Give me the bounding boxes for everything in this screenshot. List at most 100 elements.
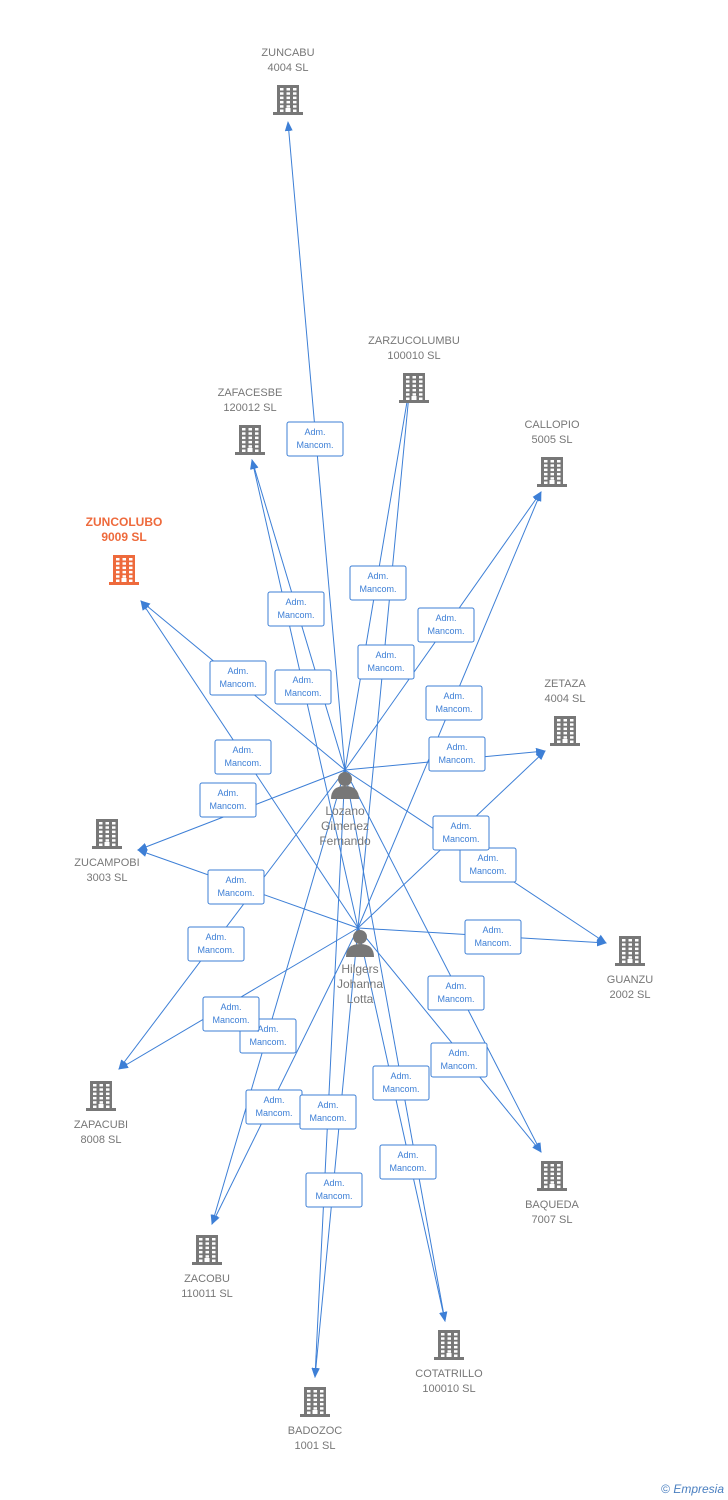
- person-name-line: Lozano: [325, 804, 365, 818]
- edge-label-hilgers-callopio[interactable]: Adm.Mancom.: [425, 685, 483, 721]
- edge-lozano-badozoc: [311, 769, 346, 1378]
- edge-label-text: Mancom.: [437, 994, 474, 1004]
- building-icon: [109, 555, 139, 585]
- building-icon: [537, 1161, 567, 1191]
- edge-label-text: Mancom.: [427, 626, 464, 636]
- edge-label-box: [274, 669, 332, 705]
- edge-label-text: Adm.: [257, 1024, 278, 1034]
- edge-label-text: Mancom.: [249, 1037, 286, 1047]
- edge-label-text: Adm.: [227, 666, 248, 676]
- edge-label-text: Mancom.: [382, 1084, 419, 1094]
- edge-label-hilgers-badozoc[interactable]: Adm.Mancom.: [299, 1094, 357, 1130]
- edge-label-lozano-zuncolubo[interactable]: Adm.Mancom.: [209, 660, 267, 696]
- building-icon: [235, 425, 265, 455]
- edge-label-text: Adm.: [232, 745, 253, 755]
- building-icon: [550, 716, 580, 746]
- company-type: 2002 SL: [610, 989, 651, 1001]
- edge-label-text: Adm.: [225, 875, 246, 885]
- edge-label-text: Mancom.: [224, 758, 261, 768]
- person-name-line: Johanna: [337, 977, 383, 991]
- company-type: 100010 SL: [387, 350, 440, 362]
- edge-label-box: [417, 607, 475, 643]
- company-cotatrillo[interactable]: COTATRILLO 100010 SL: [415, 1330, 483, 1395]
- edge-label-box: [209, 660, 267, 696]
- edge-label-lozano-zapacubi[interactable]: Adm.Mancom.: [187, 926, 245, 962]
- edge-label-lozano-callopio[interactable]: Adm. Mancom.: [417, 607, 475, 643]
- edge-label-hilgers-zarzucolumbu[interactable]: Adm.Mancom.: [357, 644, 415, 680]
- edge-label-lozano-zafacesbe[interactable]: Adm.Mancom.: [267, 591, 325, 627]
- edge-label-lozano-zuncabu[interactable]: Adm.Mancom.: [286, 421, 344, 457]
- copyright-symbol: ©: [661, 1482, 670, 1496]
- edge-label-lozano-cotatrillo[interactable]: Adm.Mancom.: [372, 1065, 430, 1101]
- edge-label-text: Adm.: [292, 675, 313, 685]
- edge-label-hilgers-baqueda[interactable]: Adm.Mancom.: [430, 1042, 488, 1078]
- edge-label-box: [214, 739, 272, 775]
- edge-label-lozano-zucampobi[interactable]: Adm.Mancom.: [199, 782, 257, 818]
- edge-label-hilgers-cotatrillo[interactable]: Adm.Mancom.: [379, 1144, 437, 1180]
- edge-label-box: [207, 869, 265, 905]
- edge-lozano-baqueda: [344, 769, 542, 1153]
- company-name: COTATRILLO: [415, 1368, 483, 1380]
- building-icon: [86, 1081, 116, 1111]
- company-name: ZAPACUBI: [74, 1119, 128, 1131]
- company-type: 100010 SL: [422, 1383, 475, 1395]
- edge-label-box: [372, 1065, 430, 1101]
- building-icon: [273, 85, 303, 115]
- edge-label-hilgers-zetaza[interactable]: Adm.Mancom.: [432, 815, 490, 851]
- company-name: ZUNCABU: [261, 47, 314, 59]
- brand-name[interactable]: Empresia: [673, 1482, 724, 1496]
- edge-label-box: [464, 919, 522, 955]
- edge-label-box: [432, 815, 490, 851]
- building-icon: [537, 457, 567, 487]
- edge-label-lozano-badozoc[interactable]: Adm.Mancom.: [305, 1172, 363, 1208]
- edge-label-text: Adm.: [435, 613, 456, 623]
- edge-label-text: Mancom.: [359, 584, 396, 594]
- person-name-line: Fernando: [319, 834, 371, 848]
- edge-label-hilgers-zucampobi[interactable]: Adm. Mancom.: [207, 869, 265, 905]
- edge-label-hilgers-guanzu[interactable]: Adm.Mancom.: [464, 919, 522, 955]
- edge-label-text: Adm.: [443, 691, 464, 701]
- company-name: BAQUEDA: [525, 1199, 579, 1211]
- edge-label-box: [305, 1172, 363, 1208]
- person-name-line: Hilgers: [341, 962, 378, 976]
- edge-label-text: Adm.: [446, 742, 467, 752]
- edge-label-box: [199, 782, 257, 818]
- edge-label-hilgers-zafacesbe[interactable]: Adm.Mancom.: [274, 669, 332, 705]
- edge-label-hilgers-zuncolubo[interactable]: Adm. Mancom.: [214, 739, 272, 775]
- edge-label-text: Mancom.: [469, 866, 506, 876]
- edge-label-hilgers-zacobu[interactable]: Adm.Mancom.: [245, 1089, 303, 1125]
- edge-label-text: Mancom.: [217, 888, 254, 898]
- edge-label-text: Adm.: [220, 1002, 241, 1012]
- company-name: ZUNCOLUBO: [86, 515, 163, 529]
- edge-label-text: Adm.: [217, 788, 238, 798]
- edge-label-box: [357, 644, 415, 680]
- edge-label-lozano-zetaza[interactable]: Adm.Mancom.: [428, 736, 486, 772]
- company-name: ZAFACESBE: [218, 387, 283, 399]
- building-icon: [615, 936, 645, 966]
- edge-label-box: [202, 996, 260, 1032]
- edge-label-lozano-baqueda[interactable]: Adm.Mancom.: [427, 975, 485, 1011]
- company-type: 3003 SL: [87, 872, 128, 884]
- edge-label-text: Adm.: [304, 427, 325, 437]
- edge-label-text: Mancom.: [315, 1191, 352, 1201]
- edge-label-text: Mancom.: [277, 610, 314, 620]
- edge-label-lozano-zarzucolumbu[interactable]: Adm.Mancom.: [349, 565, 407, 601]
- edge-label-hilgers-zapacubi[interactable]: Adm.Mancom.: [202, 996, 260, 1032]
- edge-label-text: Adm.: [317, 1100, 338, 1110]
- edge-label-lozano-guanzu[interactable]: Adm.Mancom.: [459, 847, 517, 883]
- building-icon: [434, 1330, 464, 1360]
